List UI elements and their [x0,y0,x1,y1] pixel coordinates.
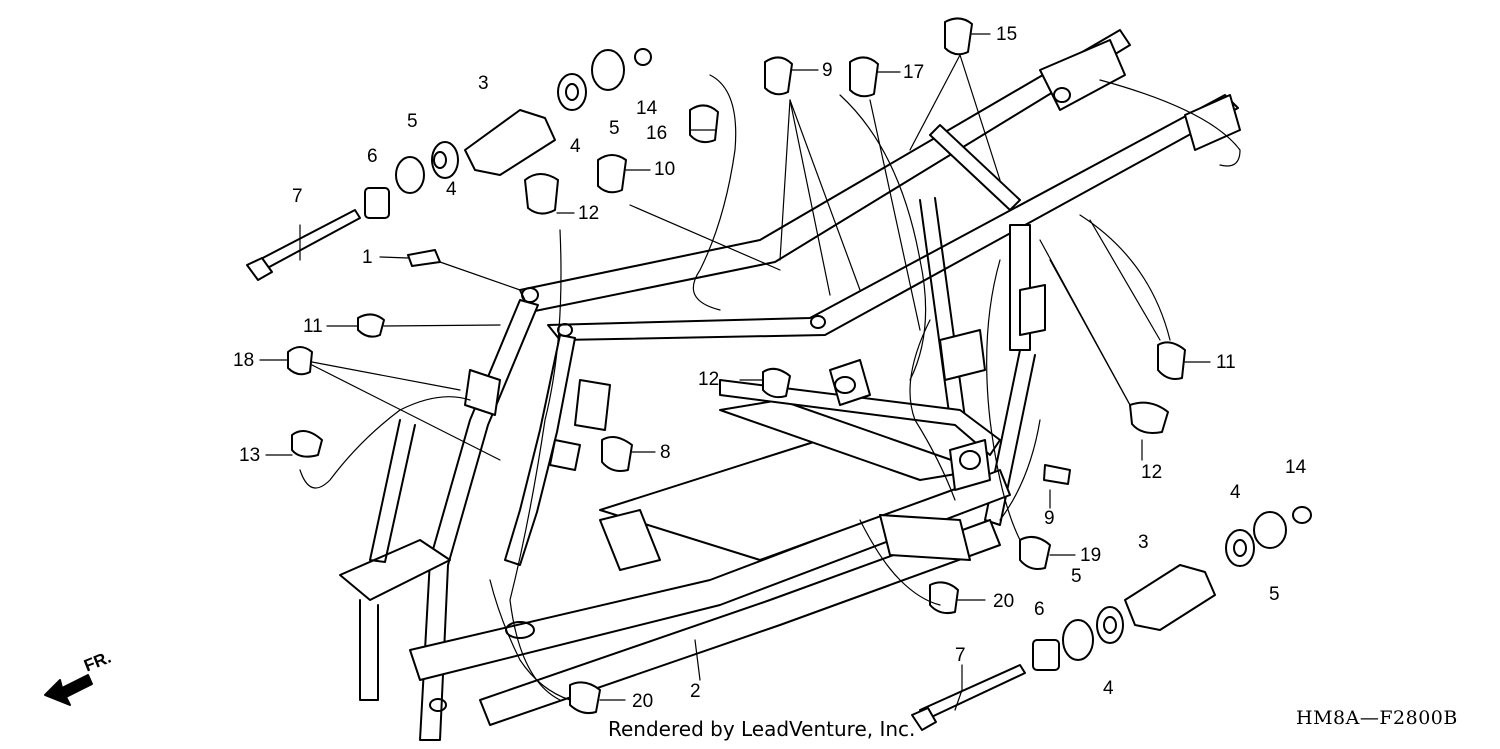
clamps [287,17,1186,715]
part-label-4-upper-a: 4 [570,136,581,157]
part-label-8: 8 [660,442,671,463]
part-label-9-lower: 9 [1044,508,1055,529]
part-label-12-mid: 12 [698,369,720,390]
figure-code: HM8A—F2800B [1296,707,1458,729]
part-label-11-right: 11 [1216,352,1236,373]
part-label-5-lower-a: 5 [1071,566,1082,587]
render-credit: Rendered by LeadVenture, Inc. [608,717,916,741]
part-label-5-upper-a: 5 [407,111,418,132]
part-label-20-bottom: 20 [632,691,654,712]
part-label-15: 15 [996,24,1018,45]
part-label-7-upper: 7 [292,186,303,207]
part-label-11-left: 11 [303,316,323,337]
part-label-6-upper: 6 [367,146,378,167]
part-label-16: 16 [646,123,668,144]
part-label-14-lower: 14 [1285,457,1307,478]
part-label-6-lower: 6 [1034,599,1045,620]
part-label-4-upper-b: 4 [446,179,457,200]
part-label-4-lower-a: 4 [1230,482,1241,503]
front-direction-arrow [44,674,93,706]
pivot-assembly-upper [246,48,652,281]
part-label-1: 1 [362,247,373,268]
part-label-3-lower: 3 [1138,532,1149,553]
part-label-3-upper: 3 [478,73,489,94]
part-label-10: 10 [654,159,676,180]
part-label-12-upper: 12 [578,203,600,224]
pivot-assembly-lower [911,506,1312,731]
leader-lines [259,33,1211,711]
part-label-19: 19 [1080,545,1102,566]
part-label-5-lower-b: 5 [1269,584,1280,605]
part-label-14-upper: 14 [636,98,658,119]
part-label-18: 18 [233,350,255,371]
part-label-5-upper-b: 5 [609,118,620,139]
main-frame [339,29,1241,741]
wire-routing [299,74,1241,701]
part-label-12-right: 12 [1141,462,1163,483]
part-label-2: 2 [690,681,701,702]
part-label-4-lower-b: 4 [1103,678,1114,699]
part-label-7-lower: 7 [955,645,966,666]
part-label-9-upper: 9 [822,60,833,81]
part-label-20-right: 20 [993,591,1015,612]
part-label-17: 17 [903,62,925,83]
part-label-13: 13 [239,445,261,466]
